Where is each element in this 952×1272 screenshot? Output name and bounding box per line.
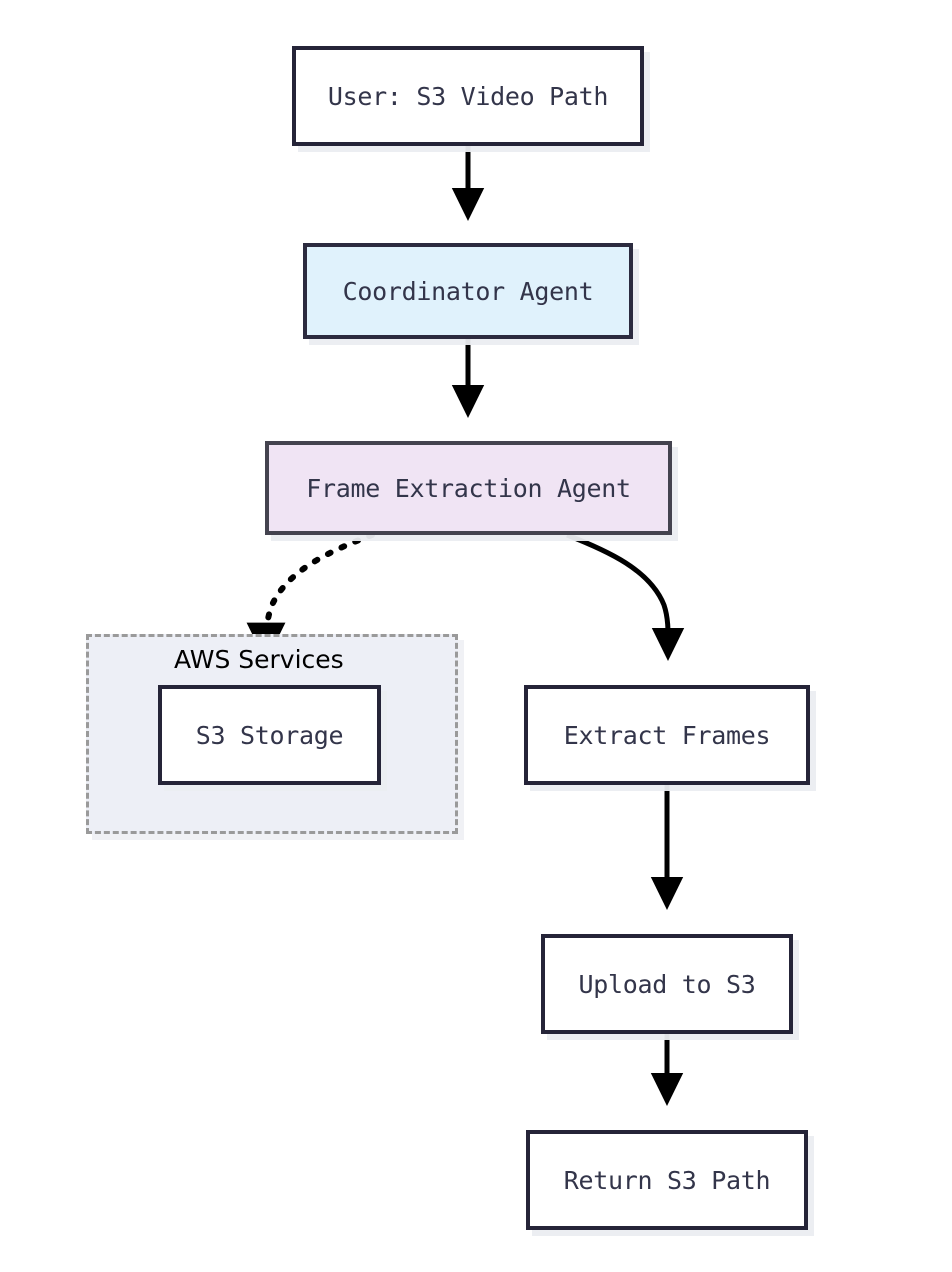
subgraph-aws-services-label: AWS Services bbox=[174, 645, 344, 674]
node-user-s3-video-path[interactable]: User: S3 Video Path bbox=[292, 46, 644, 146]
node-extract-frames[interactable]: Extract Frames bbox=[524, 685, 810, 785]
node-coordinator-agent[interactable]: Coordinator Agent bbox=[303, 243, 633, 339]
node-frame-extraction-agent[interactable]: Frame Extraction Agent bbox=[265, 441, 672, 535]
node-upload-to-s3[interactable]: Upload to S3 bbox=[541, 934, 793, 1034]
edge-frame-extraction-agent-to-extract-frames bbox=[566, 532, 685, 661]
node-return-s3-path[interactable]: Return S3 Path bbox=[526, 1130, 808, 1230]
node-s3-storage[interactable]: S3 Storage bbox=[158, 685, 381, 785]
